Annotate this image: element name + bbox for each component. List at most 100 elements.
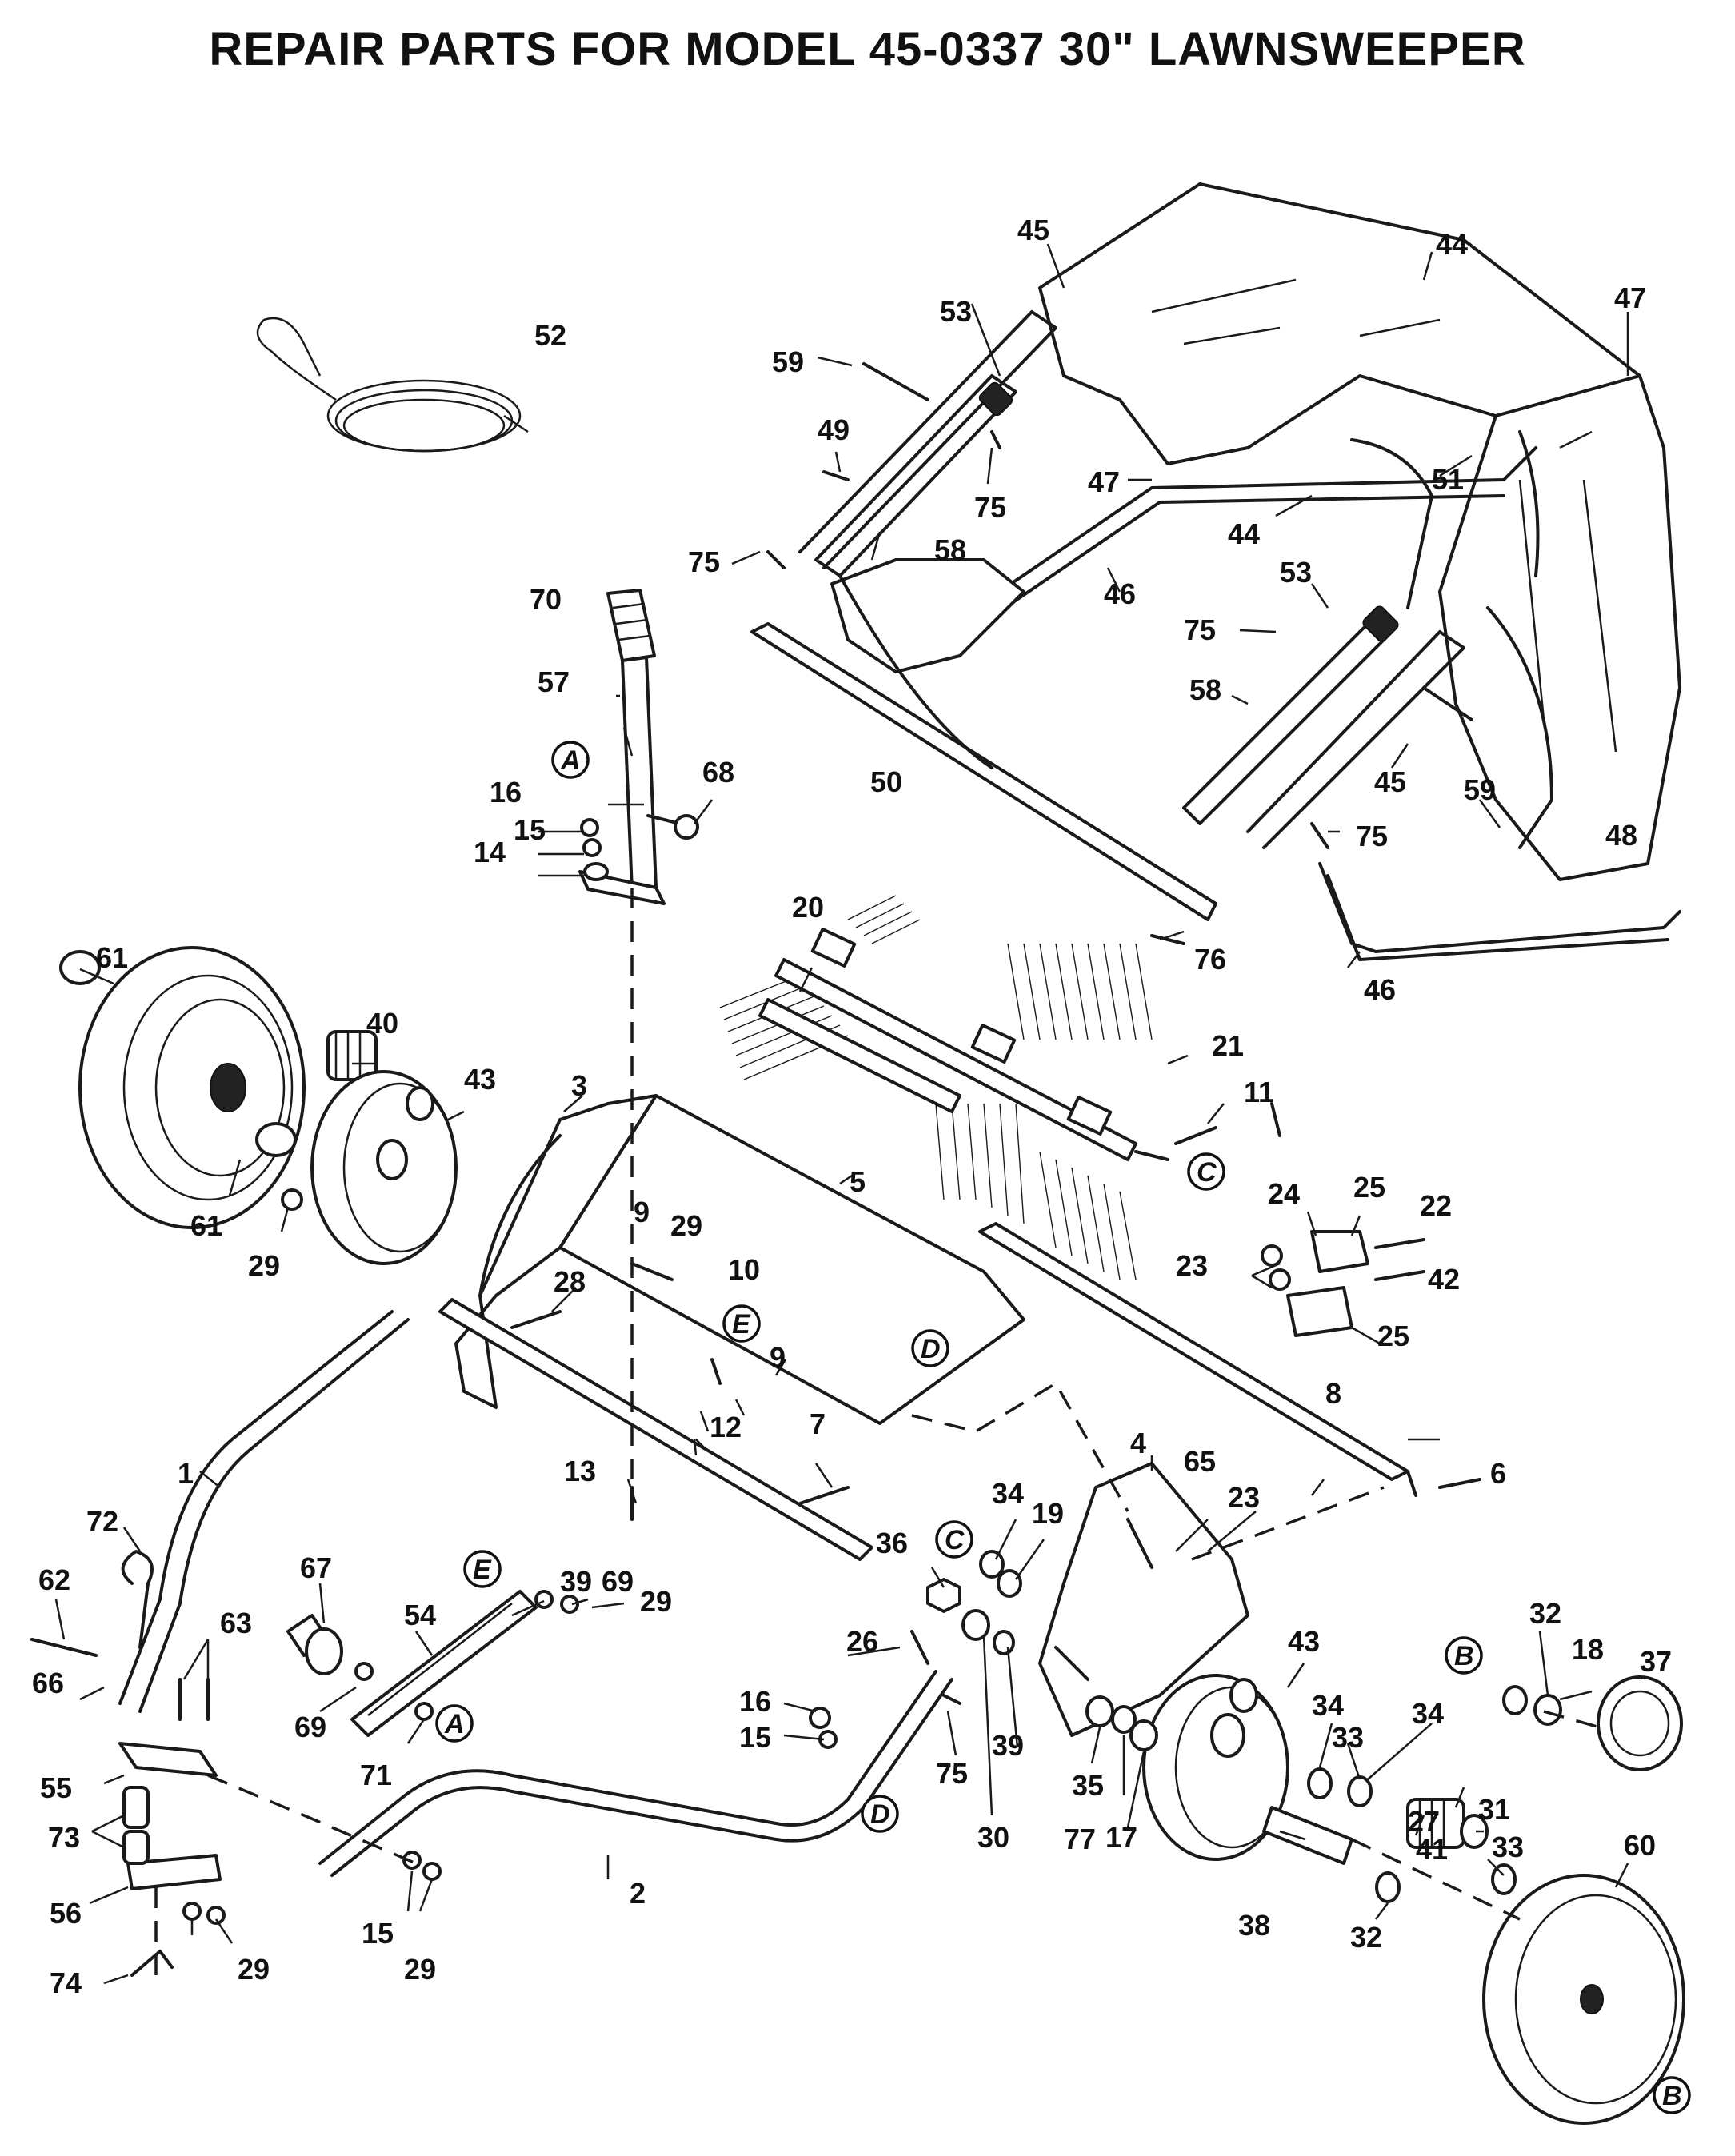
part-label-65: 65 — [1184, 1445, 1216, 1478]
part-label-75d: 75 — [1356, 820, 1388, 852]
right-wheel-assembly — [1142, 1674, 1685, 2125]
part-label-16b: 16 — [739, 1685, 771, 1718]
part-label-6: 6 — [1490, 1457, 1506, 1490]
part-label-47b: 47 — [1088, 465, 1120, 498]
part-label-33a: 33 — [1332, 1721, 1364, 1754]
part-label-9a: 9 — [634, 1196, 650, 1228]
part-label-38: 38 — [1238, 1909, 1270, 1942]
handle-frame — [30, 1310, 953, 1890]
part-label-45a: 45 — [1017, 214, 1049, 246]
ref-letter-A-bottom: A — [444, 1709, 465, 1739]
part-label-41: 41 — [1416, 1833, 1448, 1866]
part-label-73: 73 — [48, 1821, 80, 1854]
brush-assembly — [719, 895, 1217, 1280]
part-label-43b: 43 — [1288, 1625, 1320, 1658]
part-label-58a: 58 — [934, 533, 966, 566]
part-label-76: 76 — [1194, 943, 1226, 976]
handle-arm-58-left — [814, 374, 1017, 577]
part-label-39b: 39 — [992, 1729, 1024, 1762]
ref-letter-E-top: E — [732, 1309, 751, 1340]
part-label-20: 20 — [792, 891, 824, 924]
left-wheel-assembly — [59, 946, 458, 1265]
rope-coil-52 — [256, 317, 529, 453]
part-label-3: 3 — [571, 1069, 587, 1102]
part-label-28: 28 — [554, 1265, 586, 1298]
part-label-44b: 44 — [1228, 517, 1260, 550]
part-label-67: 67 — [300, 1551, 332, 1584]
part-label-75b: 75 — [688, 545, 720, 578]
handle-tube-1 — [118, 1310, 394, 1705]
part-label-13: 13 — [564, 1455, 596, 1487]
part-label-68: 68 — [702, 756, 734, 789]
part-label-29d: 29 — [238, 1953, 270, 1986]
part-label-69a: 69 — [294, 1711, 326, 1743]
bar-8 — [978, 1222, 1417, 1497]
part-label-35: 35 — [1072, 1769, 1104, 1802]
part-label-36: 36 — [876, 1527, 908, 1559]
part-label-25a: 25 — [1353, 1171, 1385, 1204]
part-label-63: 63 — [220, 1607, 252, 1639]
handle-grip-70 — [606, 589, 656, 662]
part-label-75a: 75 — [974, 491, 1006, 524]
part-label-56: 56 — [50, 1897, 82, 1930]
height-adjuster — [286, 1590, 579, 1737]
part-label-16a: 16 — [490, 776, 522, 808]
hopper-bag-cover — [1038, 182, 1641, 465]
part-label-60: 60 — [1624, 1829, 1656, 1862]
part-label-55: 55 — [40, 1771, 72, 1804]
part-label-44a: 44 — [1436, 228, 1468, 261]
part-label-1: 1 — [178, 1457, 194, 1490]
part-label-2: 2 — [630, 1877, 646, 1910]
ref-letter-D-top: D — [921, 1334, 941, 1364]
bag-frame-tube-46 — [974, 446, 1537, 609]
part-label-46a: 46 — [1104, 577, 1136, 610]
part-label-42: 42 — [1428, 1263, 1460, 1296]
part-label-4: 4 — [1130, 1427, 1146, 1459]
ref-letter-B-bottom: B — [1662, 2081, 1682, 2111]
part-label-66: 66 — [32, 1667, 64, 1699]
part-label-77: 77 — [1064, 1823, 1096, 1855]
part-label-12: 12 — [710, 1411, 742, 1443]
part-label-29c: 29 — [640, 1585, 672, 1618]
part-label-29a: 29 — [248, 1249, 280, 1282]
ref-letter-D-bottom: D — [870, 1799, 890, 1830]
part-label-9b: 9 — [770, 1341, 786, 1374]
ref-letter-C-brush: C — [1197, 1157, 1217, 1188]
ref-letter-E-bottom: E — [473, 1555, 492, 1585]
part-label-22: 22 — [1420, 1189, 1452, 1222]
part-label-21: 21 — [1212, 1029, 1244, 1062]
part-label-10: 10 — [728, 1253, 760, 1286]
ref-letter-A-top: A — [560, 745, 581, 776]
rod-12 — [438, 1298, 873, 1561]
part-label-33b: 33 — [1492, 1831, 1524, 1863]
part-label-30: 30 — [977, 1821, 1009, 1854]
fasteners — [130, 430, 1481, 1977]
part-label-62: 62 — [38, 1563, 70, 1596]
front-bar-50 — [750, 622, 1217, 921]
part-label-34b: 34 — [1312, 1689, 1344, 1722]
part-label-59a: 59 — [772, 345, 804, 378]
part-label-15a: 15 — [514, 813, 546, 846]
part-label-32b: 32 — [1350, 1921, 1382, 1954]
part-label-69b: 69 — [602, 1565, 634, 1598]
ref-letter-B-top: B — [1454, 1641, 1474, 1671]
part-label-24: 24 — [1268, 1177, 1300, 1210]
part-label-45b: 45 — [1374, 765, 1406, 798]
part-label-57: 57 — [538, 665, 570, 698]
part-label-11: 11 — [1244, 1076, 1274, 1108]
part-label-47a: 47 — [1614, 281, 1646, 314]
part-label-53b: 53 — [1280, 556, 1312, 589]
part-label-23a: 23 — [1176, 1249, 1208, 1282]
adjuster-bar-54 — [350, 1590, 538, 1737]
part-label-14: 14 — [474, 836, 506, 868]
part-label-52: 52 — [534, 319, 566, 352]
handle-57 — [578, 589, 699, 905]
handle-arm-58-right — [1182, 614, 1393, 825]
hopper-bag-back-panel — [1438, 374, 1681, 881]
brush-clamp-24-25 — [1261, 1230, 1425, 1337]
part-label-61a: 61 — [96, 941, 128, 974]
part-label-75c: 75 — [1184, 613, 1216, 646]
part-label-26: 26 — [846, 1625, 878, 1658]
